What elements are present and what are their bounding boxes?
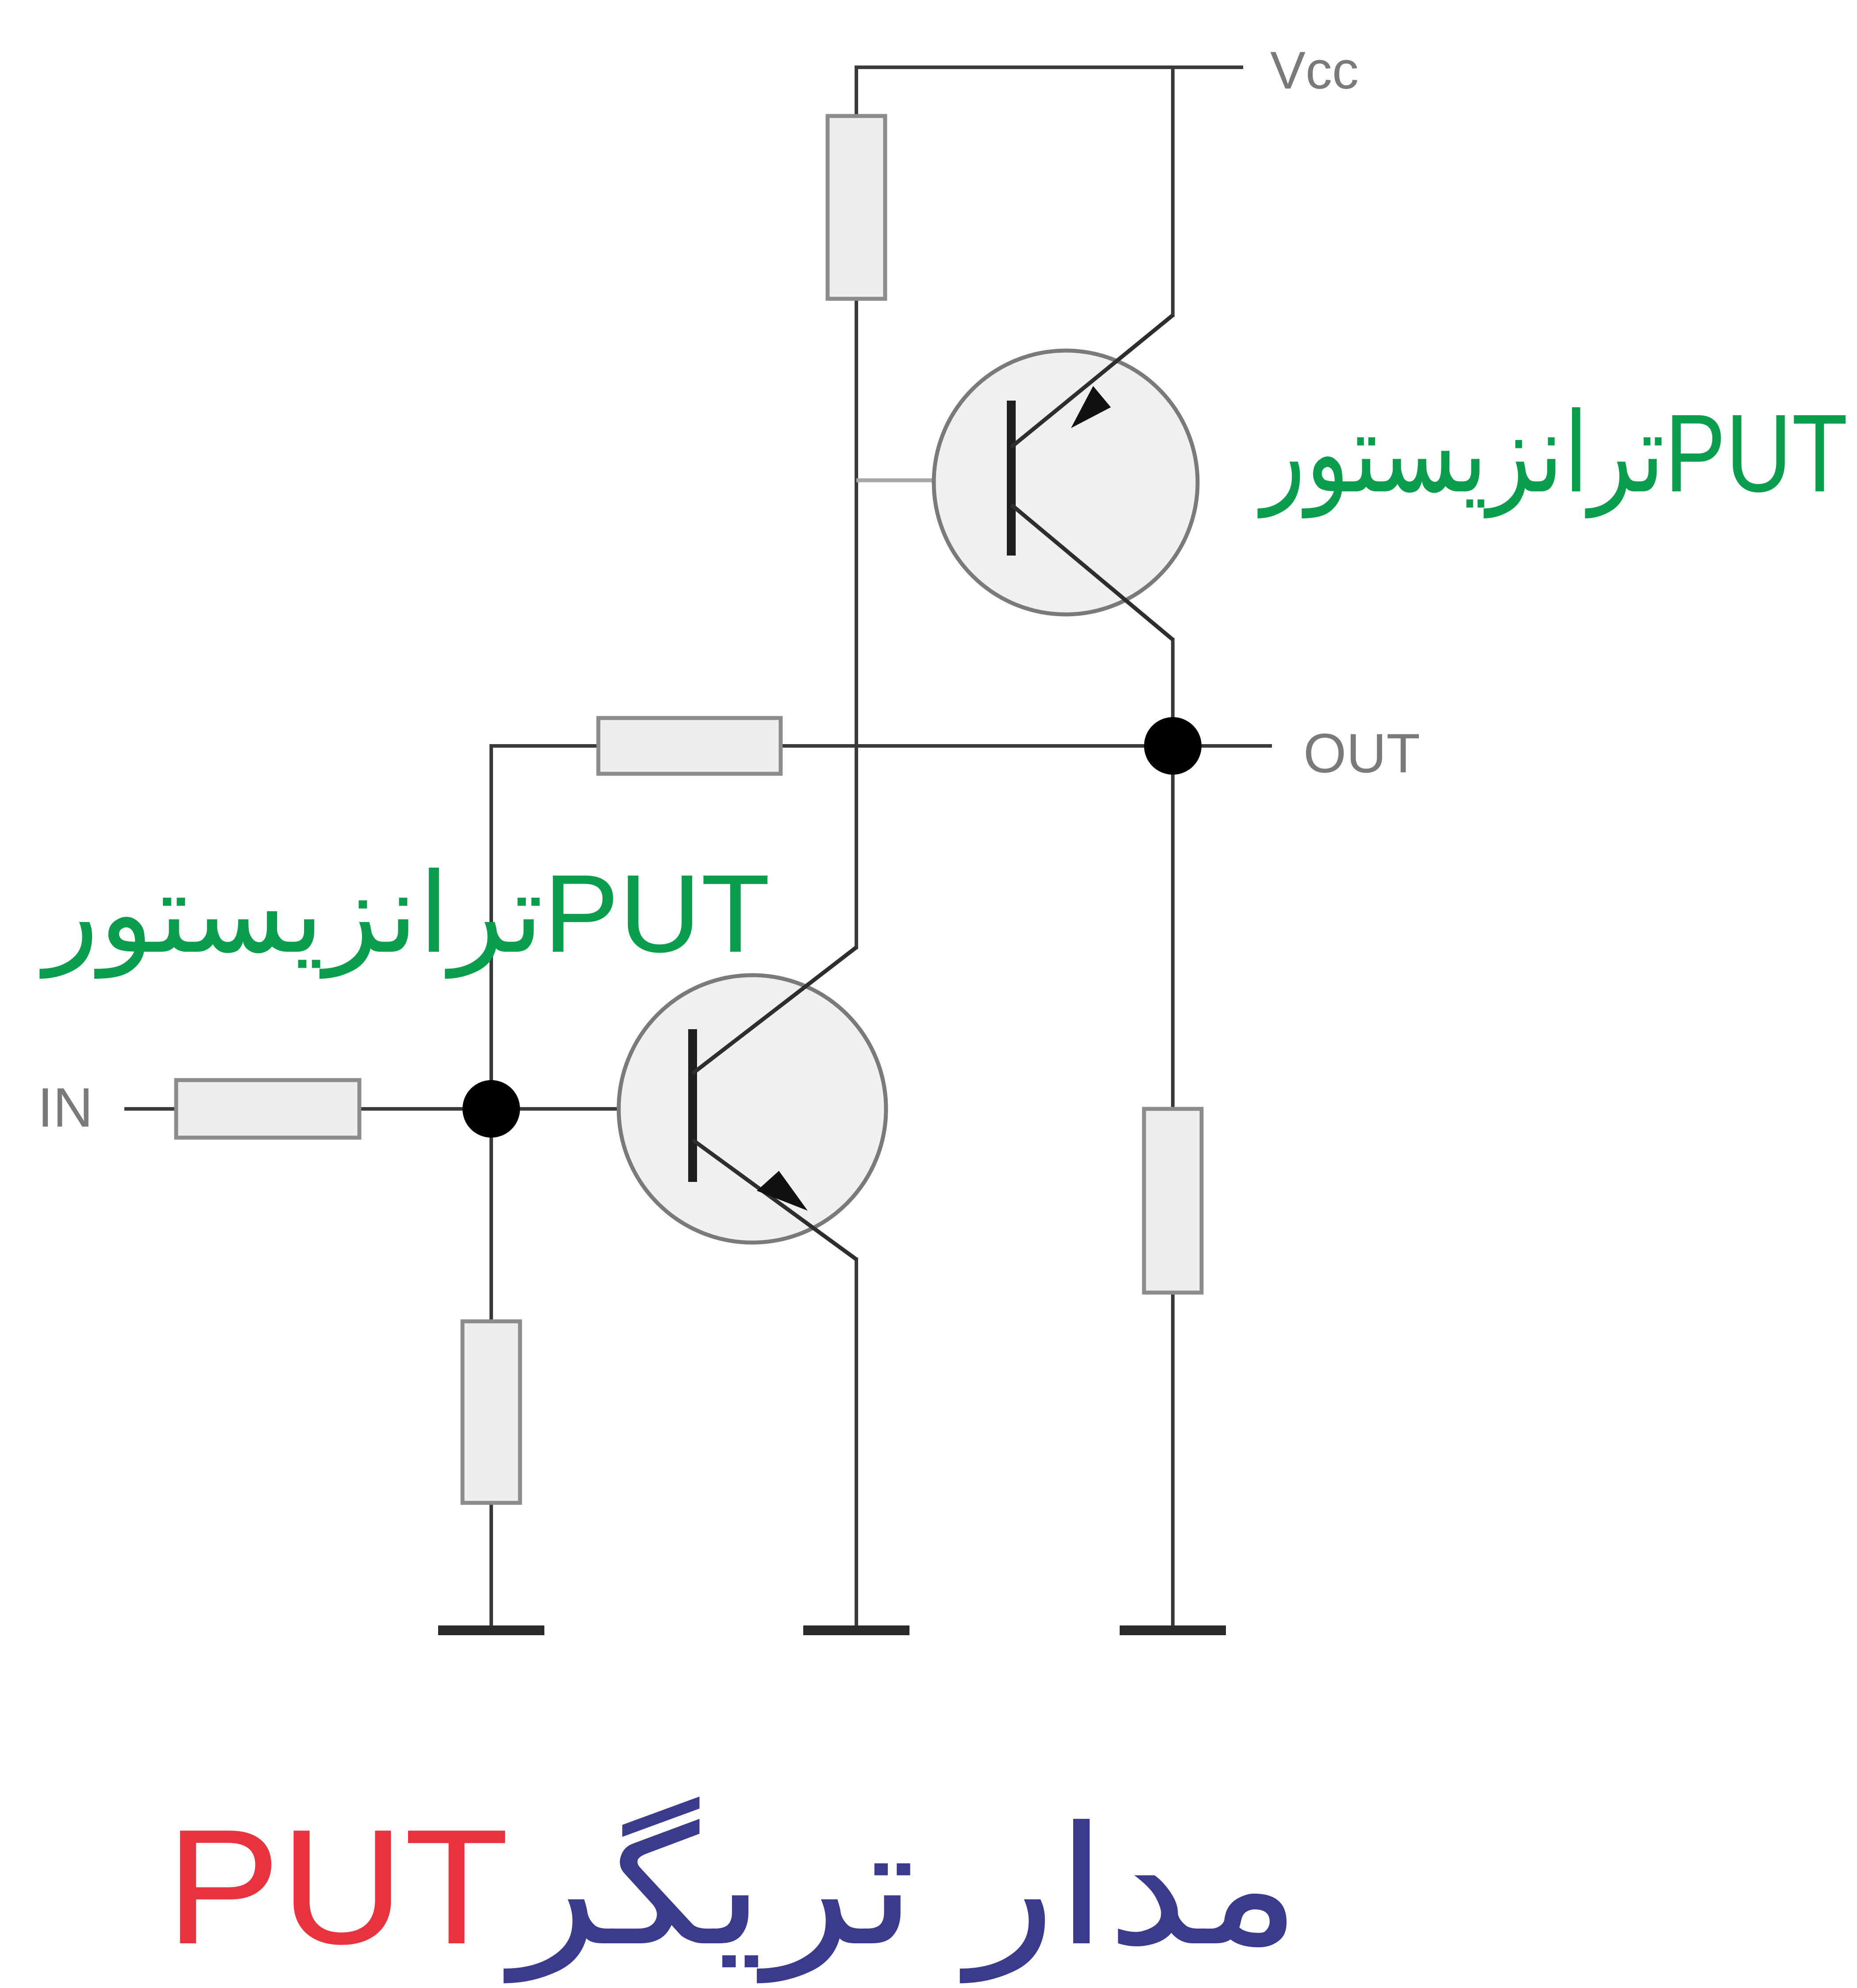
lower-transistor-emitter-arrow [757, 1171, 808, 1211]
resistors [174, 114, 1204, 1505]
upper-transistor-body [932, 348, 1200, 617]
title-persian: مدار تریگر [503, 1795, 1301, 1984]
vcc-label: Vcc [1270, 41, 1359, 100]
title-latin: PUT [166, 1795, 509, 1978]
resistor-input-horizontal [174, 1078, 362, 1140]
resistor-load [1142, 1107, 1204, 1295]
junction-nodes [462, 717, 1202, 1138]
upper-transistor [932, 313, 1200, 641]
lower-transistor [616, 946, 888, 1261]
resistor-feedback-horizontal [596, 716, 783, 776]
lower-transistor-body [616, 973, 888, 1245]
out-label: OUT [1303, 723, 1420, 784]
lower-transistor-label: ترانزیستورPUT [39, 852, 770, 979]
upper-transistor-emitter-lead [1010, 313, 1174, 449]
in-label: IN [38, 1077, 93, 1139]
junction-node-out [1144, 717, 1202, 775]
upper-transistor-label: ترانزیستورPUT [1257, 391, 1848, 518]
resistor-top-vertical [825, 114, 887, 301]
upper-transistor-emitter-arrow [1071, 386, 1111, 428]
junction-node-base [462, 1080, 520, 1138]
upper-transistor-collector-lead [1010, 503, 1174, 641]
lower-transistor-emitter-lead [691, 1138, 858, 1261]
resistor-base-to-ground [460, 1319, 522, 1505]
lower-transistor-collector-lead [691, 946, 858, 1075]
wires [124, 66, 1272, 1632]
